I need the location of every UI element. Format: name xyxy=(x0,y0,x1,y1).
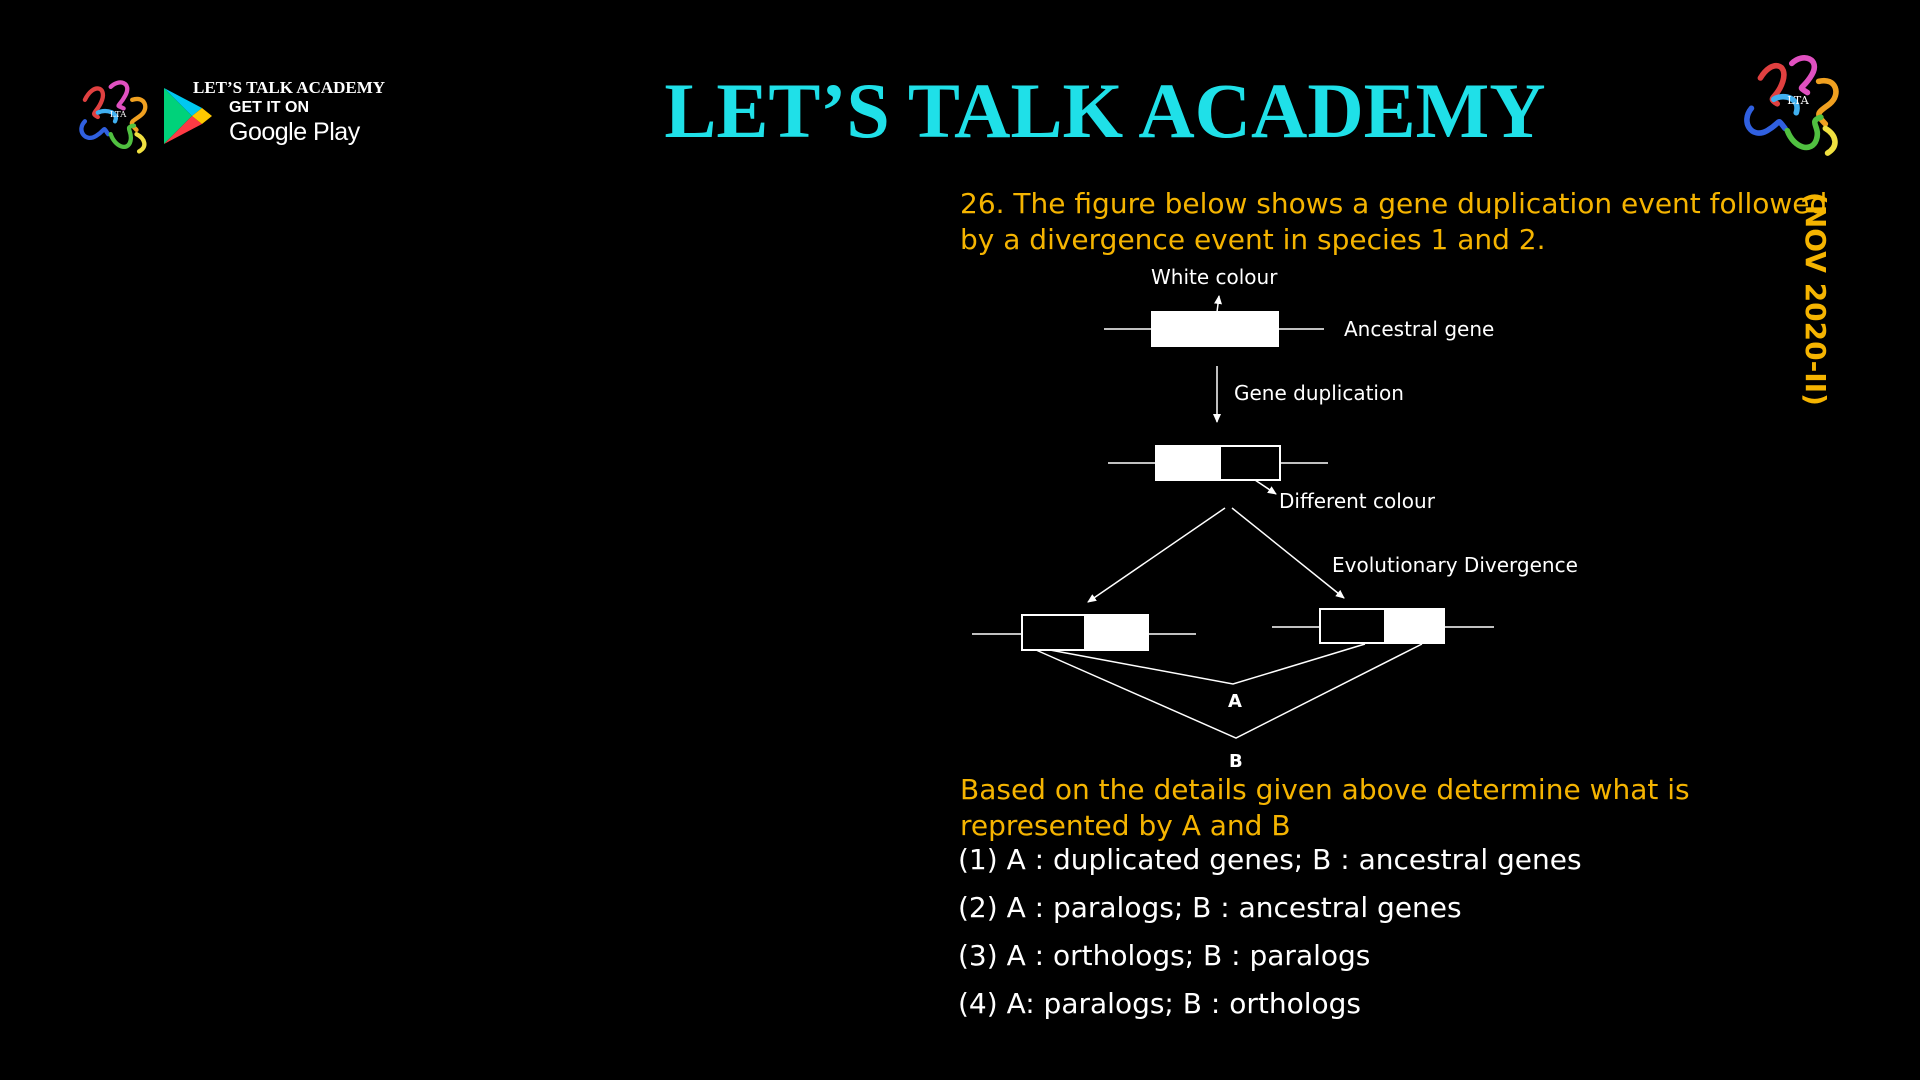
label-b: B xyxy=(1229,751,1243,772)
label-white-colour: White colour xyxy=(1151,265,1278,289)
label-ancestral-gene: Ancestral gene xyxy=(1344,317,1494,341)
species2-gene-white-half xyxy=(1384,609,1444,643)
answer-option-3[interactable]: (3) A : orthologs; B : paralogs xyxy=(958,939,1371,972)
gene-duplication-diagram: White colour Ancestral gene Gene duplica… xyxy=(972,265,1578,772)
protein-structure-logo-icon: LTA xyxy=(79,80,148,154)
answer-options: (1) A : duplicated genes; B : ancestral … xyxy=(958,842,1858,1034)
store-badge-name: Google Play xyxy=(229,118,360,146)
svg-text:LTA: LTA xyxy=(110,110,127,120)
store-badge-prefix: GET IT ON xyxy=(229,99,309,116)
answer-option-2[interactable]: (2) A : paralogs; B : ancestral genes xyxy=(958,891,1462,924)
duplicated-gene-white-half xyxy=(1156,446,1221,480)
connector-b xyxy=(1035,643,1423,739)
arrow-divergence-right xyxy=(1231,507,1345,599)
species1-gene-white-half xyxy=(1084,615,1148,650)
connector-a xyxy=(1049,643,1366,685)
arrow-white-colour xyxy=(1214,295,1222,313)
answer-option-4[interactable]: (4) A: paralogs; B : orthologs xyxy=(958,987,1361,1020)
label-gene-duplication: Gene duplication xyxy=(1234,381,1404,405)
ancestral-gene-box xyxy=(1151,311,1279,347)
answer-option-1[interactable]: (1) A : duplicated genes; B : ancestral … xyxy=(958,843,1582,876)
store-badge[interactable]: LET’S TALK ACADEMY GET IT ON Google Play xyxy=(160,78,420,158)
protein-structure-logo-icon: LTA xyxy=(1744,55,1839,156)
question-prompt: Based on the details given above determi… xyxy=(960,773,1690,842)
brand-name: LET’S TALK ACADEMY xyxy=(193,78,386,97)
arrow-different-colour xyxy=(1254,479,1277,495)
question-text: 26. The figure below shows a gene duplic… xyxy=(960,187,1828,256)
svg-text:LTA: LTA xyxy=(1787,94,1809,107)
google-play-icon xyxy=(164,88,212,144)
page-title: LET’S TALK ACADEMY xyxy=(664,67,1546,154)
label-a: A xyxy=(1228,691,1242,712)
label-different-colour: Different colour xyxy=(1279,489,1436,513)
label-evolutionary-divergence: Evolutionary Divergence xyxy=(1332,553,1578,577)
arrow-divergence-left xyxy=(1087,507,1226,603)
